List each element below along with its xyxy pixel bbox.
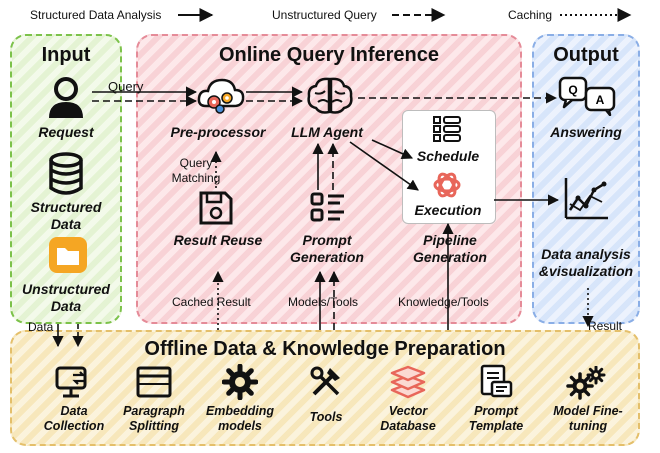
result-label: Result (588, 319, 623, 333)
vector-database-stack-icon (390, 365, 426, 399)
offline-panel-title: Offline Data & Knowledge Preparation (144, 338, 506, 360)
database-icon (49, 152, 83, 195)
online-panel-title: Online Query Inference (218, 44, 440, 66)
prompt-generation-label: Prompt Generation (290, 232, 364, 265)
brain-icon (307, 77, 353, 114)
offline-item-label: Prompt Template (468, 404, 524, 433)
arrow-agent-execution (349, 141, 419, 191)
offline-item-label: Paragraph Splitting (123, 404, 185, 433)
request-label: Request (38, 124, 94, 140)
legend-unstructured-label: Unstructured Query (272, 8, 377, 22)
knowledge-tools-label: Knowledge/Tools (398, 295, 489, 309)
cloud-gears-icon (197, 78, 245, 114)
execution-label: Execution (414, 202, 482, 218)
user-icon (49, 77, 83, 118)
offline-preparation-panel (10, 330, 640, 446)
input-panel-title: Input (41, 44, 91, 66)
answering-label: Answering (550, 124, 622, 140)
floppy-disk-icon (199, 191, 233, 225)
schedule-label: Schedule (416, 148, 480, 164)
result-reuse-label: Result Reuse (173, 232, 263, 248)
openai-knot-icon (433, 172, 461, 198)
prompt-template-icon (310, 192, 344, 222)
input-panel (10, 34, 122, 324)
legend-structured-label: Structured Data Analysis (30, 8, 162, 22)
a-bubble-letter: A (596, 93, 605, 107)
offline-item-label: Embedding models (205, 404, 275, 433)
prompt-template-doc-icon (480, 364, 513, 398)
data-label: Data (28, 320, 54, 334)
q-bubble-letter: Q (568, 83, 577, 97)
offline-item-label: Tools (309, 410, 343, 424)
cached-result-label: Cached Result (172, 295, 251, 309)
offline-item-label: Model Fine-tuning (553, 404, 623, 433)
tools-icon (310, 366, 340, 396)
execution-card (402, 110, 496, 224)
qa-bubbles-icon: Q A (558, 76, 616, 116)
arrow-agent-schedule (371, 139, 414, 159)
gear-icon (222, 364, 258, 400)
folder-icon (49, 237, 87, 273)
unstructured-data-label: Unstructured Data (22, 281, 110, 314)
paragraph-window-icon (136, 366, 172, 398)
offline-item-label: Vector Database (380, 404, 436, 433)
fine-tuning-gears-icon (566, 366, 606, 400)
schedule-list-icon (433, 116, 461, 142)
monitor-sync-icon (55, 366, 87, 398)
query-label: Query (108, 79, 144, 94)
preprocessor-label: Pre-processor (170, 124, 266, 140)
pipeline-generation-label: Pipeline Generation (413, 232, 487, 265)
structured-data-label: Structured Data (30, 199, 102, 232)
llm-agent-label: LLM Agent (291, 124, 363, 140)
query-matching-label: Query Matching (171, 156, 221, 185)
output-panel-title: Output (553, 44, 619, 66)
line-chart-icon (564, 178, 608, 220)
models-tools-label: Models/Tools (288, 295, 359, 309)
analysis-visualization-label: Data analysis &visualization (538, 246, 634, 279)
offline-item-label: Data Collection (43, 404, 105, 433)
legend-caching-label: Caching (508, 8, 553, 22)
